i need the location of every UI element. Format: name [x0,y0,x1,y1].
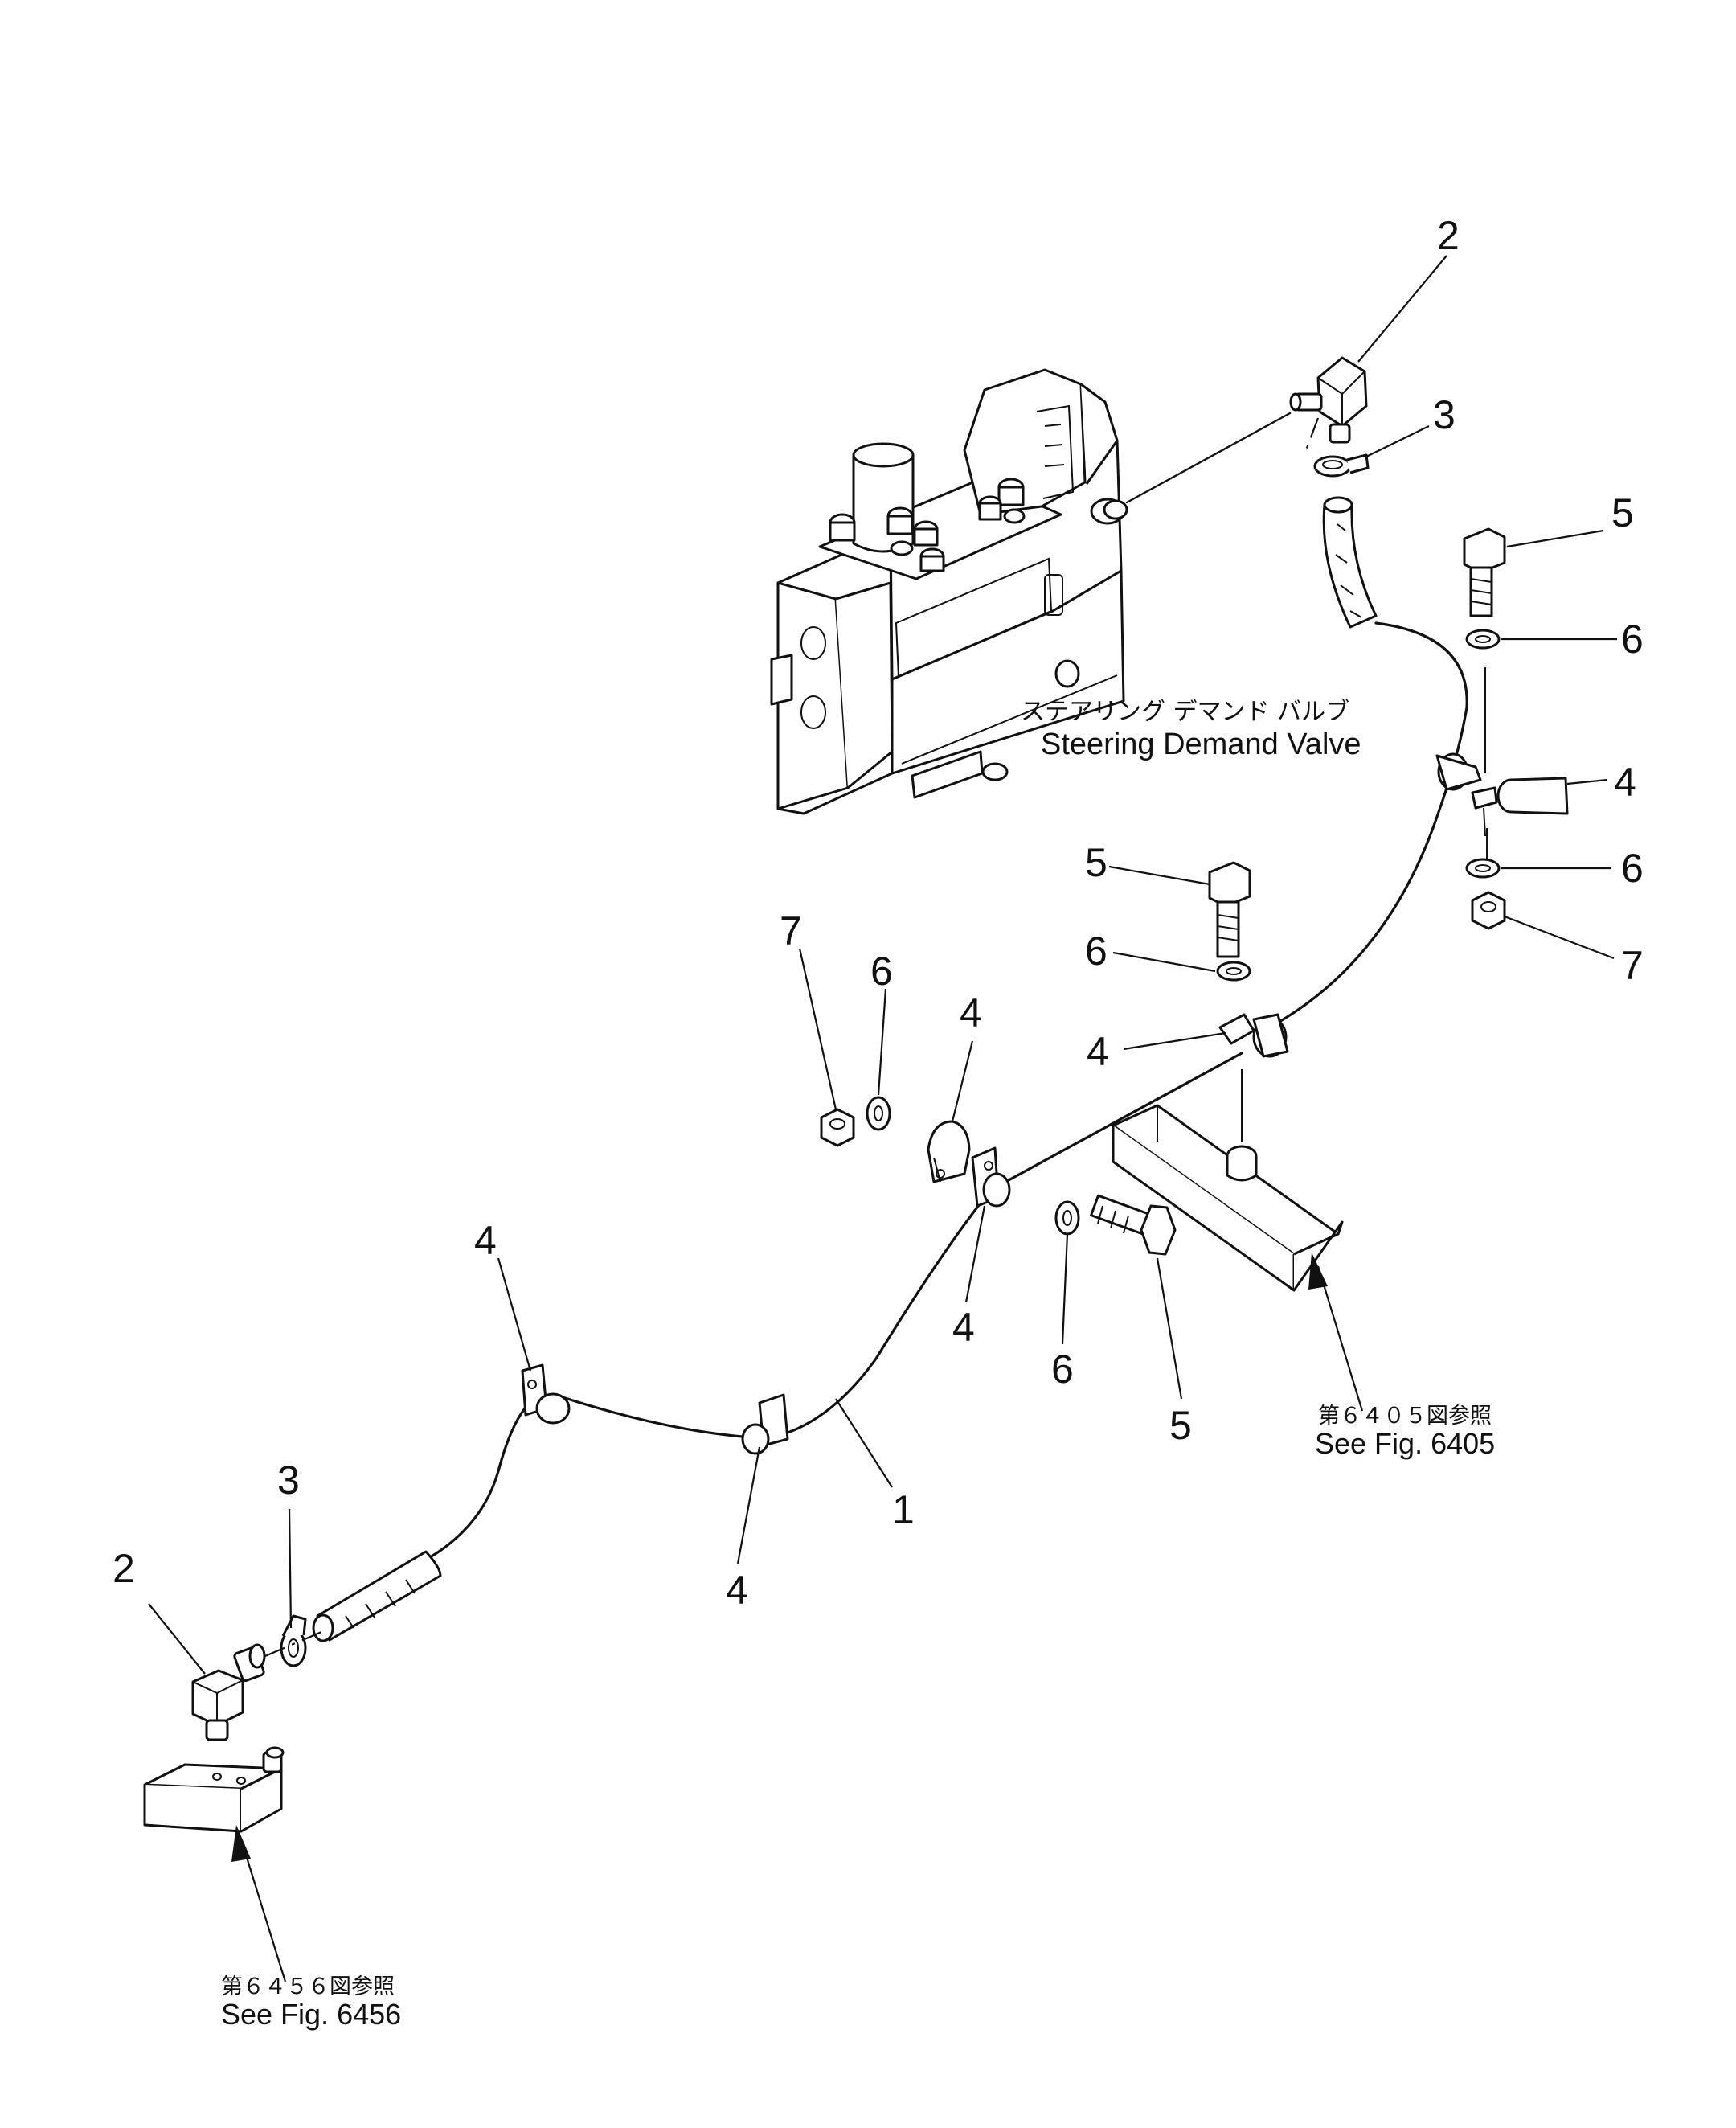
callout-5: 5 [1611,490,1634,535]
mounting-bracket [1112,1104,1344,1292]
hose-clamp-lower-mid [741,1393,789,1455]
washer-lower [1054,1200,1080,1236]
ref-6456-en: See Fig. 6456 [221,1998,401,2031]
valve-name-en: Steering Demand Valve [1041,728,1361,761]
leader-lines [148,255,1617,1675]
callout-3: 3 [1433,392,1456,437]
hose-clamp-upper-right [1435,752,1482,791]
ref-6405-caption: 第６４０５図参照 See Fig. 6405 [1315,1404,1495,1460]
bolt-upper-right [1463,527,1506,617]
valve-caption: ステアリング デマンド バルブ Steering Demand Valve [1021,698,1361,761]
lower-valve-block [143,1746,285,1833]
callout-4: 4 [952,1305,975,1350]
arrow-to-fig-6405 [1308,1253,1364,1412]
bolt-lower [1090,1194,1177,1256]
ref-6405-en: See Fig. 6405 [1315,1427,1495,1460]
ref-6405-jp: 第６４０５図参照 [1318,1404,1492,1429]
callout-6: 6 [1621,846,1644,891]
bolt-center [1208,861,1251,958]
callout-4: 4 [474,1218,497,1263]
valve-name-jp: ステアリング デマンド バルブ [1021,698,1349,726]
lower-elbow-fitting [191,1643,266,1741]
washer-right-mid [1465,858,1501,879]
arrow-to-fig-6456 [231,1825,287,1982]
callout-1: 1 [892,1487,915,1532]
callout-7: 7 [1621,943,1644,988]
nut-right [1471,891,1506,930]
callout-6: 6 [870,949,893,994]
hose-clamp-right-bracket [1471,777,1569,837]
callout-6: 6 [1051,1347,1074,1392]
upper-elbow-fitting [1289,356,1368,444]
callout-4: 4 [726,1568,748,1613]
hose-clamp-left [521,1363,571,1425]
washer-upper-right [1465,629,1501,650]
callout-5: 5 [1169,1403,1192,1448]
callout-2: 2 [1437,213,1460,258]
hose-clamp-center [971,1146,1011,1208]
loose-clamp [927,1120,971,1183]
nut-left [820,1108,855,1147]
valve-top-fittings [829,478,1026,572]
part-callouts: 2 3 5 6 4 6 7 5 6 4 7 6 4 4 6 5 4 1 4 3 … [113,213,1644,1613]
steering-demand-valve [770,368,1128,815]
callout-4: 4 [1614,760,1636,805]
callout-3: 3 [277,1458,300,1503]
upper-hose-clamp [1313,453,1370,478]
ref-6456-jp: 第６４５６図参照 [221,1974,395,1999]
washer-left [866,1096,891,1131]
ref-6456-caption: 第６４５６図参照 See Fig. 6456 [221,1974,401,2031]
lower-hose-sleeve [312,1550,442,1642]
upper-hose-sleeve [1322,496,1378,629]
callout-4: 4 [1087,1029,1109,1074]
callout-5: 5 [1085,840,1108,885]
callout-2: 2 [113,1546,135,1591]
callout-7: 7 [780,908,802,953]
hose-clamp-mid-right [1218,1013,1289,1058]
washer-center [1216,961,1251,982]
lower-hose-clamp [280,1614,307,1667]
callout-4: 4 [960,990,982,1035]
callout-6: 6 [1621,617,1644,662]
callout-6: 6 [1085,929,1108,974]
